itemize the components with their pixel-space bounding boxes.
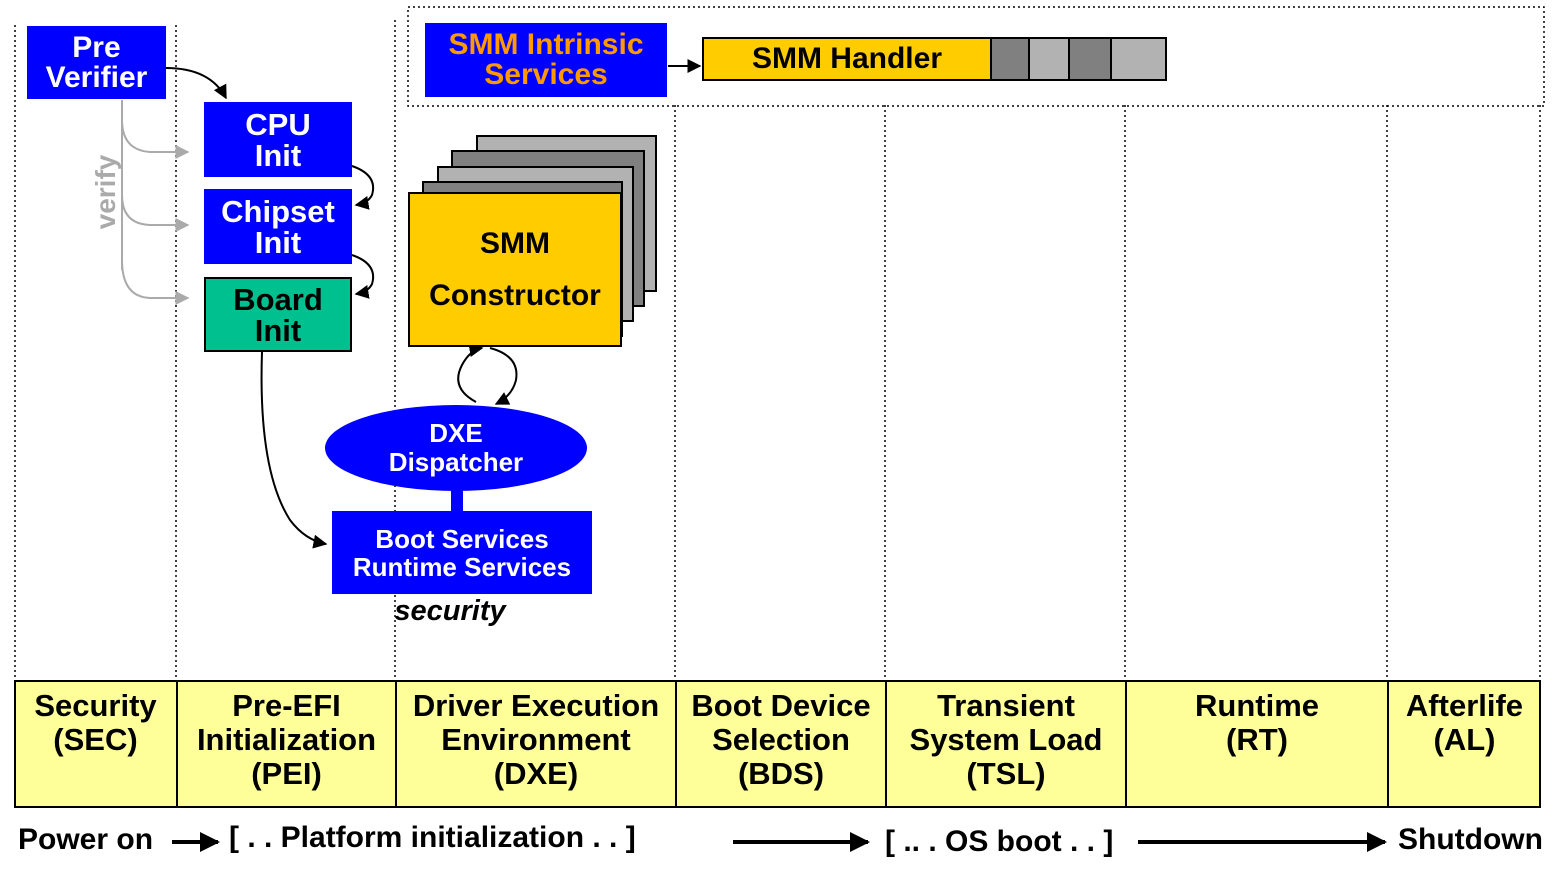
smm-constructor-box: SMM Constructor: [408, 192, 622, 347]
board-to-services-arrow: [260, 351, 328, 549]
phase-tsl-line2: System Load: [909, 722, 1103, 757]
phase-bds: Boot Device Selection (BDS): [675, 681, 885, 807]
phase-rt-line1: Runtime: [1195, 688, 1319, 723]
constructor-to-dispatcher-arrow: [489, 347, 518, 405]
phase-tsl-line1: Transient: [937, 688, 1075, 723]
board-init-line2: Init: [254, 312, 302, 348]
phase-sec-line2: (SEC): [53, 722, 138, 757]
phase-pei: Pre-EFI Initialization (PEI): [176, 681, 395, 807]
chipset-init-box: Chipset Init: [204, 189, 352, 264]
smm-intrinsic-line1: SMM Intrinsic: [448, 28, 644, 61]
smm-handler-slot-2: [1028, 37, 1070, 81]
dispatcher-to-constructor-arrow: [457, 343, 484, 403]
dispatcher-services-connector: [451, 488, 463, 512]
cpu-init-box: CPU Init: [204, 102, 352, 177]
timeline-shutdown: Shutdown: [1398, 823, 1543, 856]
phase-al-line2: (AL): [1433, 722, 1496, 757]
smm-intrinsic-services-box: SMM Intrinsic Services: [425, 23, 667, 97]
phase-dividers: [14, 20, 1541, 681]
smm-constructor-line2: Constructor: [429, 278, 601, 312]
phase-bds-line3: (BDS): [737, 756, 825, 791]
phase-tsl-line3: (TSL): [966, 756, 1046, 791]
phase-al: Afterlife (AL): [1387, 681, 1540, 807]
dxe-dispatcher-line2: Dispatcher: [388, 447, 524, 477]
phase-tsl: Transient System Load (TSL): [885, 681, 1125, 807]
security-label: security: [394, 595, 506, 627]
smm-handler-slot-4: [1110, 37, 1167, 81]
chipset-init-line2: Init: [254, 224, 302, 260]
phase-bds-line1: Boot Device: [691, 688, 871, 723]
timeline-platform-init: [ . . Platform initialization . . ]: [229, 821, 636, 854]
smm-constructor-line1: SMM: [480, 226, 550, 260]
pre-verifier-line2: Verifier: [45, 60, 148, 94]
phase-rt: Runtime (RT): [1125, 681, 1387, 807]
phase-dxe-line3: (DXE): [493, 756, 579, 791]
services-line1: Boot Services: [375, 523, 549, 554]
smm-handler-slot-3: [1068, 37, 1112, 81]
chipset-init-line1: Chipset: [221, 193, 335, 229]
dxe-dispatcher-line1: DXE: [429, 418, 483, 448]
phase-pei-line2: Initialization: [196, 722, 377, 757]
phase-pei-line3: (PEI): [251, 756, 322, 791]
dxe-dispatcher-ellipse: DXE Dispatcher: [325, 405, 587, 491]
board-init-box: Board Init: [204, 277, 352, 352]
preverifier-to-cpu-arrow: [165, 67, 227, 100]
phase-sec-line1: Security: [34, 688, 157, 723]
phase-row: [14, 680, 1541, 808]
phase-pei-line1: Pre-EFI: [232, 688, 341, 723]
chipset-to-board-arrow: [351, 254, 374, 299]
phase-sec: Security (SEC): [15, 681, 176, 807]
phase-bds-line2: Selection: [712, 722, 850, 757]
phase-al-line1: Afterlife: [1405, 688, 1524, 723]
pre-verifier-box: Pre Verifier: [27, 26, 166, 99]
cpu-init-line1: CPU: [245, 106, 311, 142]
timeline-os-boot: [ .. . OS boot . . ]: [885, 825, 1114, 858]
phase-rt-line2: (RT): [1226, 722, 1288, 757]
timeline-power-on: Power on: [18, 823, 154, 856]
phase-dxe: Driver Execution Environment (DXE): [395, 681, 675, 807]
board-init-line1: Board: [233, 281, 323, 317]
verify-label: verify: [90, 154, 121, 230]
cpu-to-chipset-arrow: [351, 165, 374, 210]
boot-runtime-services-box: Boot Services Runtime Services: [332, 511, 592, 594]
smm-intrinsic-line2: Services: [484, 58, 608, 91]
services-line2: Runtime Services: [352, 551, 572, 582]
smm-runtime-region: [407, 6, 1545, 107]
pre-verifier-line1: Pre: [72, 30, 121, 64]
smm-handler-box: SMM Handler: [702, 37, 992, 81]
cpu-init-line2: Init: [254, 137, 302, 173]
smm-handler-slot-1: [990, 37, 1030, 81]
verify-arrows: [121, 100, 190, 305]
phase-dxe-line2: Environment: [441, 722, 631, 757]
phase-dxe-line1: Driver Execution: [412, 688, 660, 723]
